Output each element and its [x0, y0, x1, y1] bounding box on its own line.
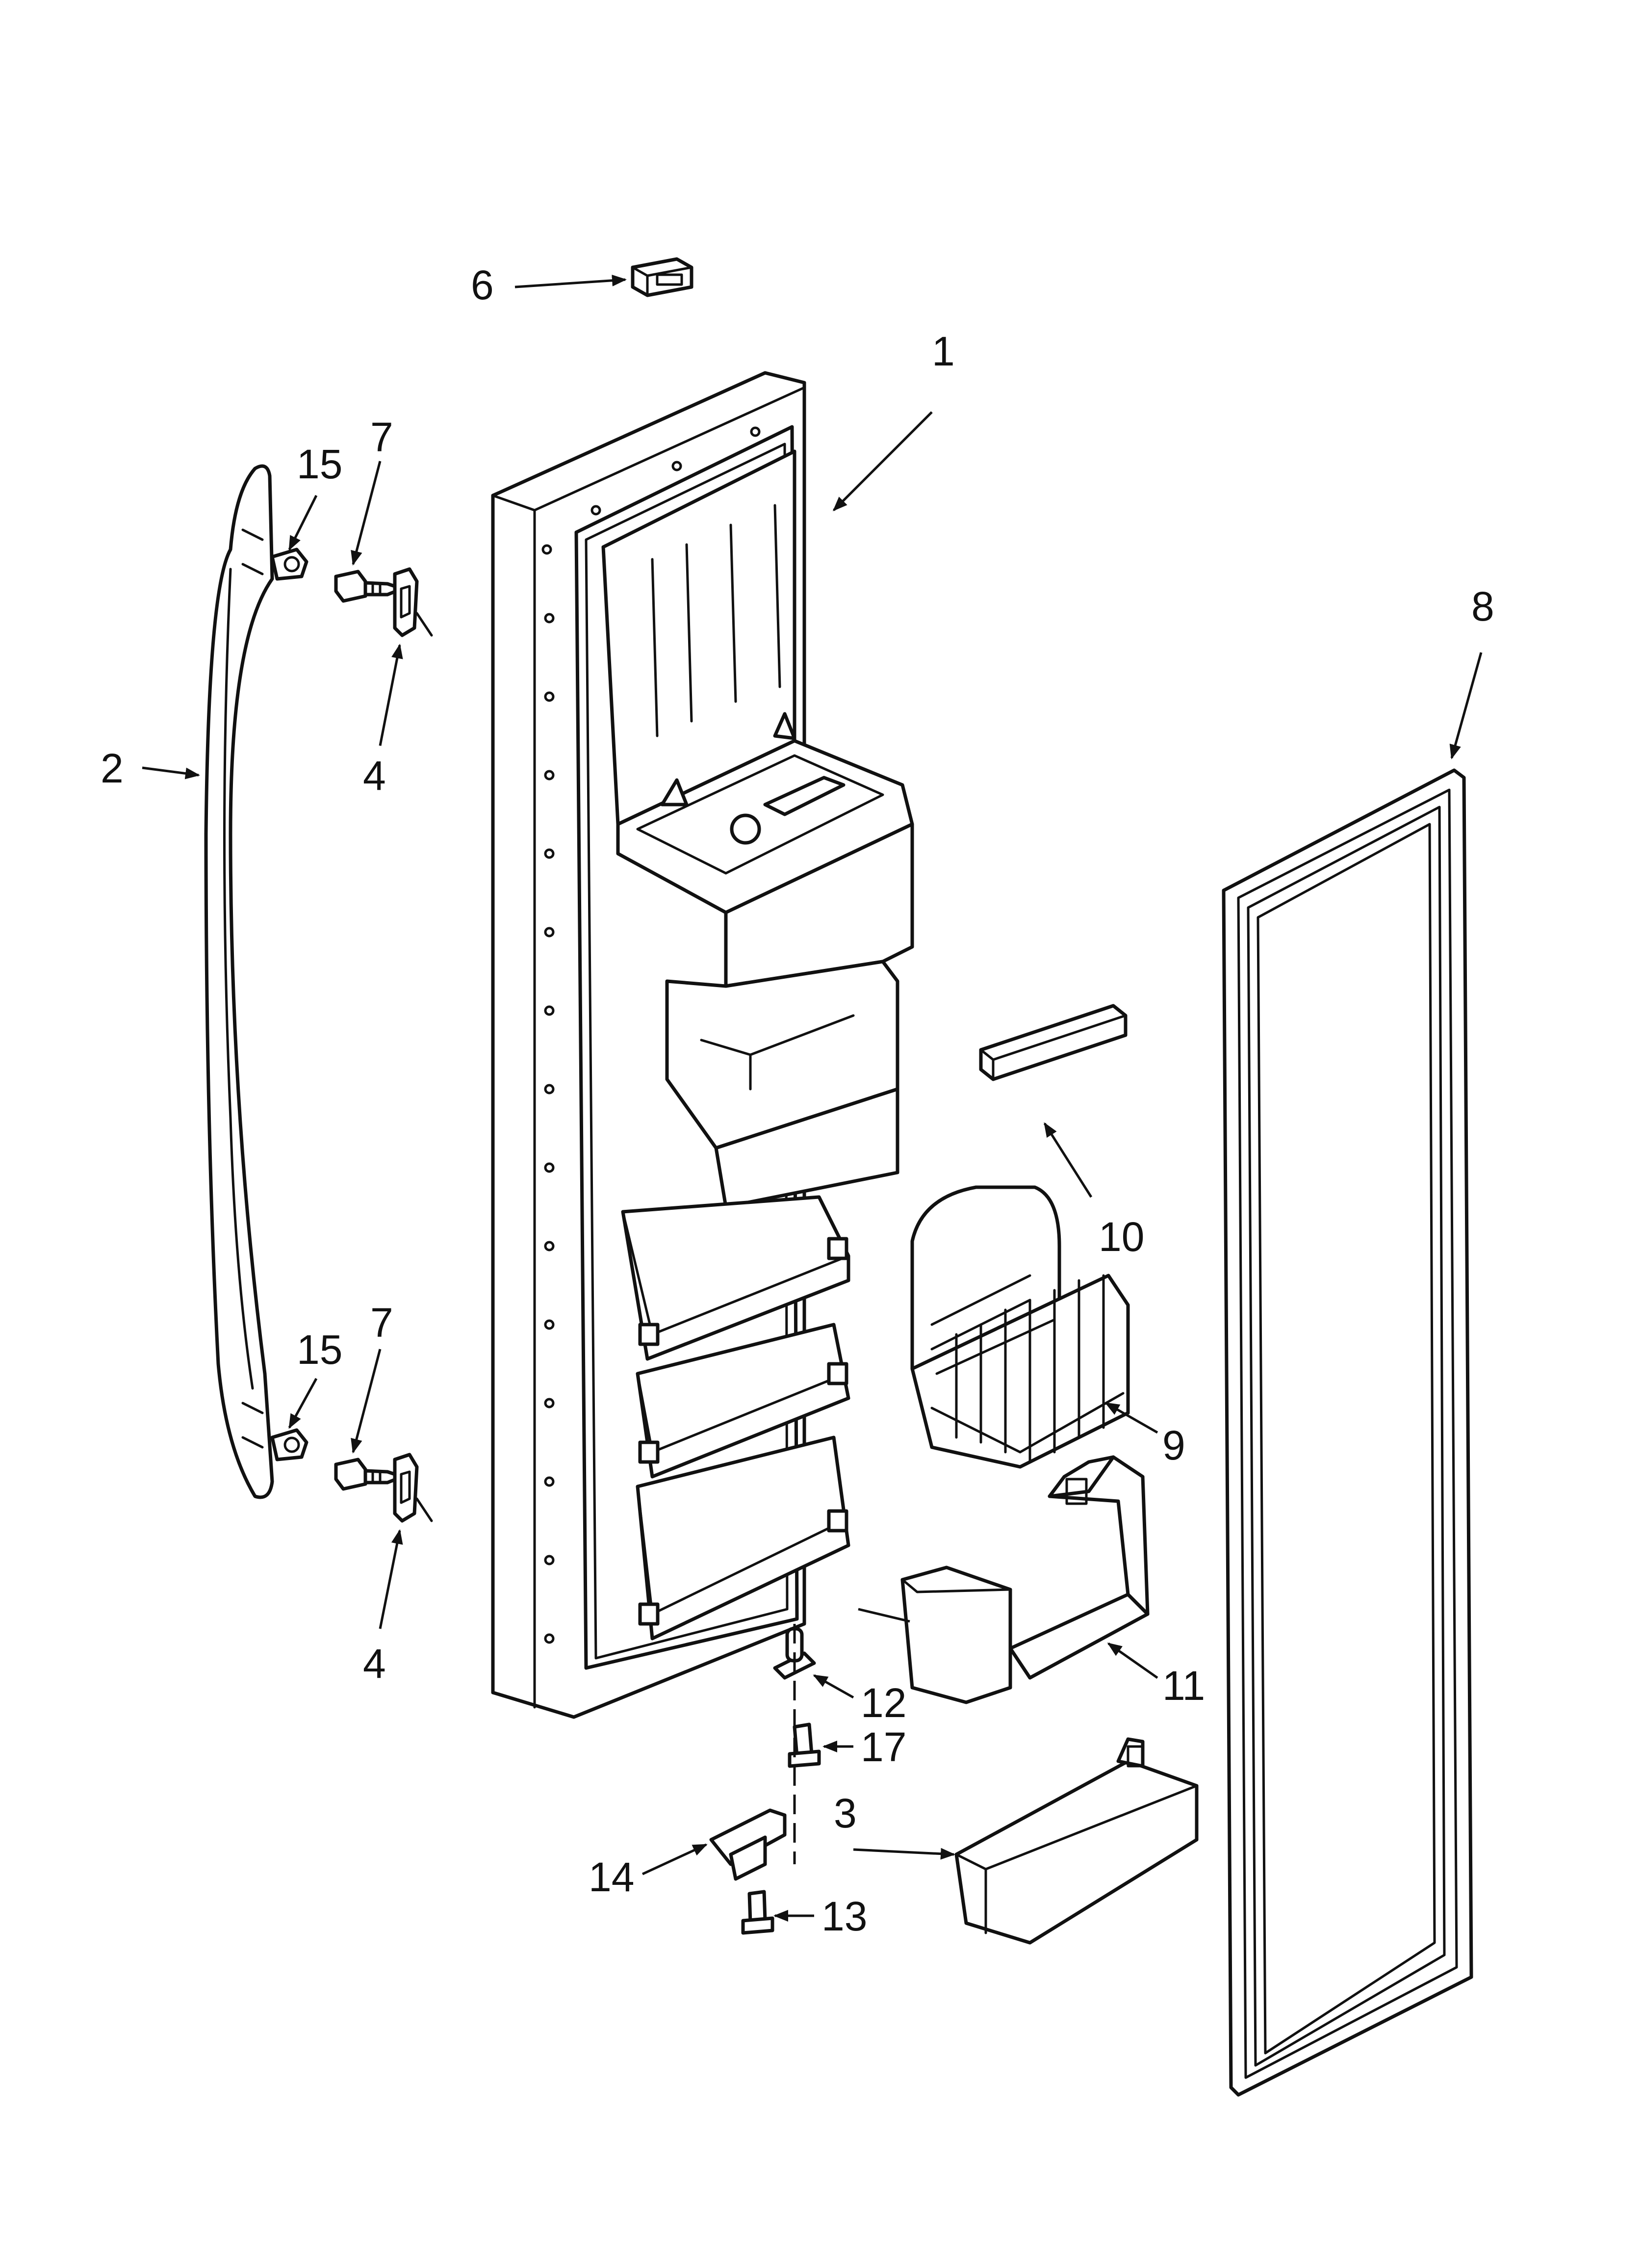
callout-7-top: 7 — [370, 414, 393, 460]
part-8-gasket — [1222, 768, 1473, 2097]
callout-labels: 6 1 15 7 2 4 8 10 15 7 9 4 11 12 17 3 14… — [101, 262, 1494, 1939]
door-edge-holes — [541, 426, 761, 1644]
callout-2: 2 — [101, 745, 124, 791]
part-6-clip — [631, 257, 693, 297]
part-10-strip — [979, 1004, 1128, 1081]
callout-4-top: 4 — [363, 753, 386, 799]
callout-4-bottom: 4 — [363, 1641, 386, 1687]
leader-lines — [142, 274, 1483, 1922]
callout-8: 8 — [1471, 583, 1494, 629]
part-2-handle — [204, 464, 274, 1499]
part-9-basket — [910, 1185, 1130, 1469]
callout-14: 14 — [589, 1854, 634, 1900]
part-4-clip-bottom — [393, 1453, 433, 1523]
part-7-screw-top — [334, 570, 404, 603]
part-14-hinge — [709, 1808, 787, 1881]
callout-6: 6 — [471, 262, 494, 308]
part-17-screw — [788, 1722, 821, 1768]
part-11-bin — [900, 1455, 1150, 1704]
part-3-door-bin — [954, 1737, 1199, 1945]
callout-15-bottom: 15 — [297, 1327, 342, 1373]
callout-1: 1 — [932, 328, 955, 374]
part-15-screw-top — [270, 547, 308, 581]
callout-3: 3 — [834, 1790, 857, 1836]
part-4-clip-top — [393, 567, 433, 637]
part-1-door — [491, 371, 914, 1719]
callout-17: 17 — [861, 1724, 906, 1770]
part-13-screw — [741, 1890, 774, 1935]
callout-9: 9 — [1162, 1422, 1185, 1468]
callout-13: 13 — [821, 1893, 867, 1939]
part-7-screw-bottom — [334, 1458, 404, 1491]
part-15-screw-bottom — [270, 1428, 308, 1461]
callout-15-top: 15 — [297, 441, 342, 487]
callout-12: 12 — [861, 1680, 906, 1726]
callout-10: 10 — [1099, 1214, 1144, 1260]
callout-7-bottom: 7 — [370, 1300, 393, 1346]
callout-11: 11 — [1162, 1663, 1205, 1709]
